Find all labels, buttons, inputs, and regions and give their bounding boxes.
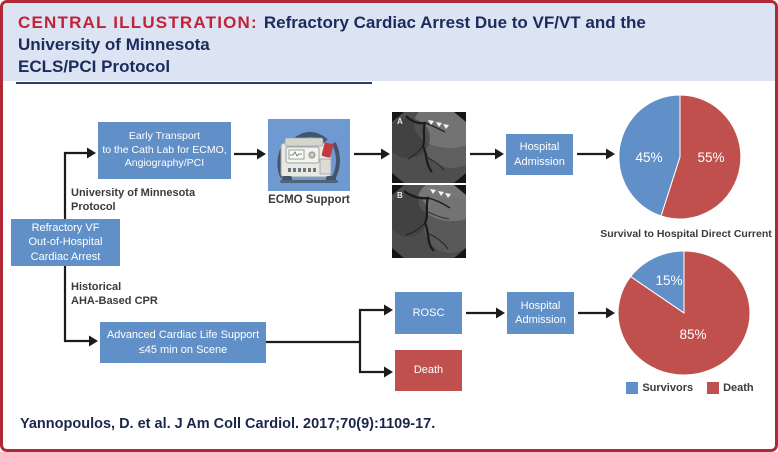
- angiogram-image-b: B: [388, 177, 486, 258]
- legend-survivors-label: Survivors: [642, 382, 694, 394]
- acls-fork-line: [266, 308, 384, 374]
- legend-death-label: Death: [723, 382, 754, 394]
- citation-text: Yannopoulos, D. et al. J Am Coll Cardiol…: [20, 416, 436, 432]
- pie-chart-historical-survival: 15% 85%: [617, 250, 751, 376]
- pie-bottom-survivors-value: 15%: [655, 273, 682, 288]
- legend-item-death: Death: [707, 382, 754, 394]
- hospital-admission-bottom-box: Hospital Admission: [507, 292, 574, 334]
- survival-caption: Survival to Hospital Direct Current: [600, 228, 772, 240]
- historical-cpr-label: Historical AHA-Based CPR: [71, 281, 158, 308]
- ecmo-machine-image: [268, 119, 350, 191]
- title-kicker: CENTRAL ILLUSTRATION:: [18, 13, 258, 32]
- ecmo-support-caption: ECMO Support: [268, 194, 350, 206]
- death-swatch-icon: [707, 382, 720, 394]
- title-line-3: ECLS/PCI Protocol: [18, 57, 171, 76]
- title-line-2: University of Minnesota: [18, 35, 210, 54]
- title-divider-rule: [16, 82, 372, 84]
- pie-bottom-death-value: 85%: [679, 327, 706, 342]
- death-box: Death: [395, 350, 462, 391]
- rosc-box: ROSC: [395, 292, 462, 334]
- refractory-vf-box: Refractory VF Out-of-Hospital Cardiac Ar…: [11, 219, 120, 266]
- title-line-1: CENTRAL ILLUSTRATION: Refractory Cardiac …: [18, 12, 761, 34]
- title-text-1: Refractory Cardiac Arrest Due to VF/VT a…: [263, 13, 646, 32]
- angiogram-image-a: A: [386, 100, 486, 183]
- angiogram-a-letter: A: [397, 117, 403, 126]
- pie-legend: Survivors Death: [615, 380, 765, 396]
- pie-top-survivors-value: 45%: [635, 150, 662, 165]
- hospital-admission-top-box: Hospital Admission: [506, 134, 573, 175]
- angiogram-b-letter: B: [397, 191, 403, 200]
- ecmo-machine-drawing: [277, 132, 340, 183]
- acls-box: Advanced Cardiac Life Support ≤45 min on…: [100, 322, 266, 363]
- pie-chart-protocol-survival: 45% 55%: [618, 94, 742, 220]
- title-band: CENTRAL ILLUSTRATION: Refractory Cardiac …: [3, 3, 775, 81]
- survivors-swatch-icon: [626, 382, 639, 394]
- umn-protocol-label: University of Minnesota Protocol: [71, 187, 196, 214]
- legend-item-survivors: Survivors: [626, 382, 693, 394]
- pie-top-death-value: 55%: [697, 150, 724, 165]
- early-transport-box: Early Transport to the Cath Lab for ECMO…: [98, 122, 231, 179]
